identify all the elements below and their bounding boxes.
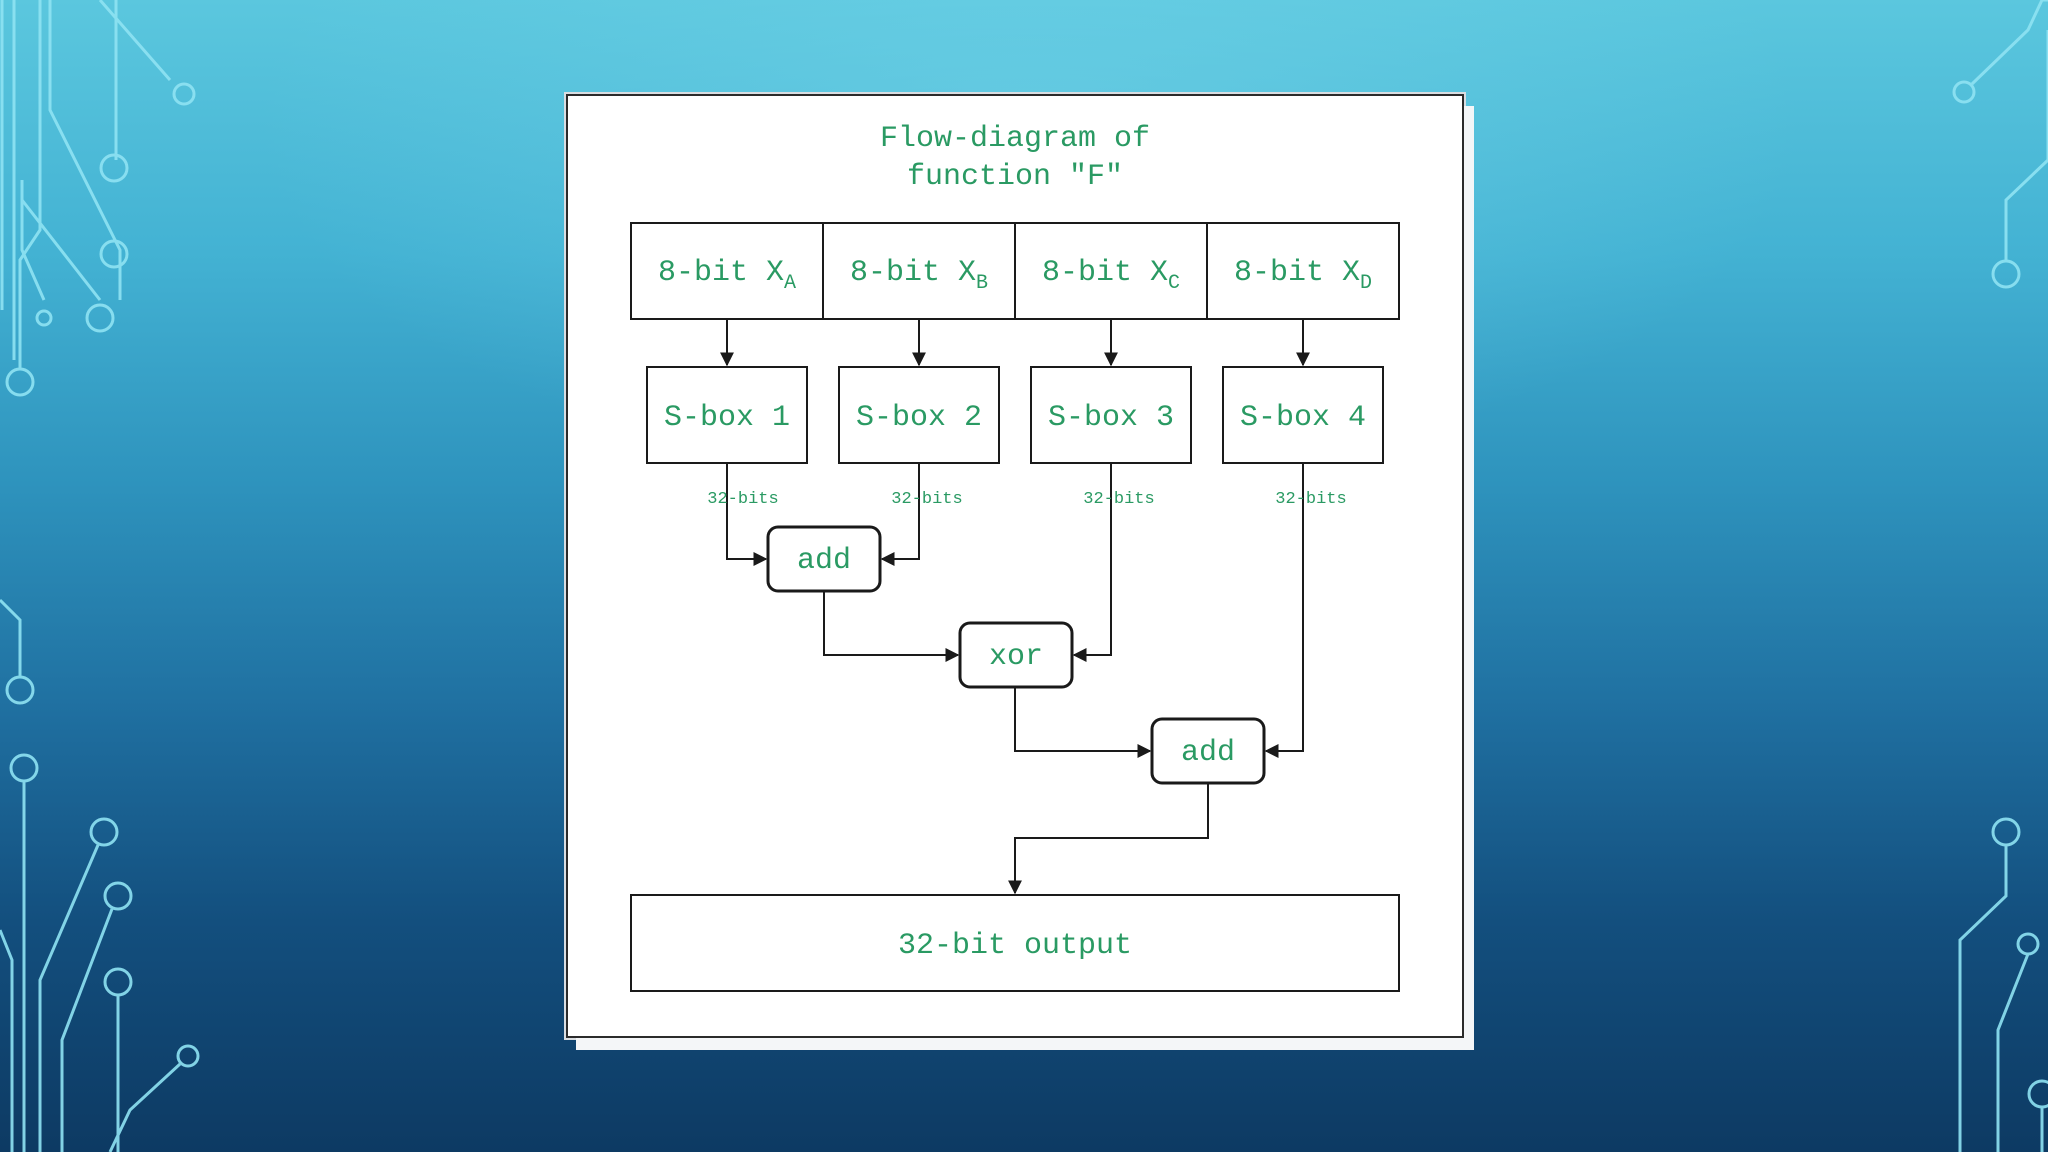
- input-row: [630, 222, 1400, 320]
- input-label-a: 8-bit XA: [658, 256, 796, 295]
- diagram-frame: [566, 94, 1464, 1038]
- sbox-4: [1222, 366, 1384, 464]
- sbox-3-label: S-box 3: [1048, 401, 1174, 435]
- sbox-1: [646, 366, 808, 464]
- input-box-a: [630, 222, 824, 320]
- circuit-decoration-right: [1952, 0, 2048, 1152]
- add-node-2: [1150, 717, 1266, 785]
- diagram-card: Flow-diagram of function "F" 8-bit XA 8-…: [566, 94, 1464, 1038]
- output-box: [630, 894, 1400, 992]
- diagram-title: Flow-diagram of function "F": [879, 122, 1151, 194]
- connector-sbox3-to-xor: [1072, 463, 1112, 662]
- add-node-1-label: add: [797, 544, 851, 578]
- connector-sbox4-to-add2: [1264, 463, 1304, 758]
- add-node-1: [766, 525, 882, 593]
- input-box-b: [822, 222, 1016, 320]
- input-label-d: 8-bit XD: [1234, 256, 1372, 295]
- connector-xor-to-add2: [1014, 687, 1152, 758]
- sbox-4-label: S-box 4: [1240, 401, 1366, 435]
- sbox-1-label: S-box 1: [664, 401, 790, 435]
- xor-node-label: xor: [989, 640, 1043, 674]
- connector-add1-to-xor: [823, 591, 960, 662]
- circuit-decoration-left: [0, 0, 200, 1152]
- bit-label-3: 32-bits: [1083, 490, 1154, 509]
- input-label-b: 8-bit XB: [850, 256, 988, 295]
- bit-label-1: 32-bits: [707, 490, 778, 509]
- connector-add2-to-output: [1008, 783, 1209, 895]
- bit-label-4: 32-bits: [1275, 490, 1346, 509]
- input-label-c: 8-bit XC: [1042, 256, 1180, 295]
- add-node-2-label: add: [1181, 736, 1235, 770]
- sbox-2-label: S-box 2: [856, 401, 982, 435]
- bit-label-2: 32-bits: [891, 490, 962, 509]
- sbox-2: [838, 366, 1000, 464]
- flow-diagram: 8-bit XA 8-bit XB 8-bit XC 8-bit XD S-bo…: [630, 222, 1400, 992]
- connector-sbox1-to-add1: [726, 463, 768, 566]
- xor-node: [958, 621, 1074, 689]
- output-label: 32-bit output: [898, 929, 1132, 963]
- input-box-c: [1014, 222, 1208, 320]
- connector-sbox2-to-add1: [880, 463, 920, 566]
